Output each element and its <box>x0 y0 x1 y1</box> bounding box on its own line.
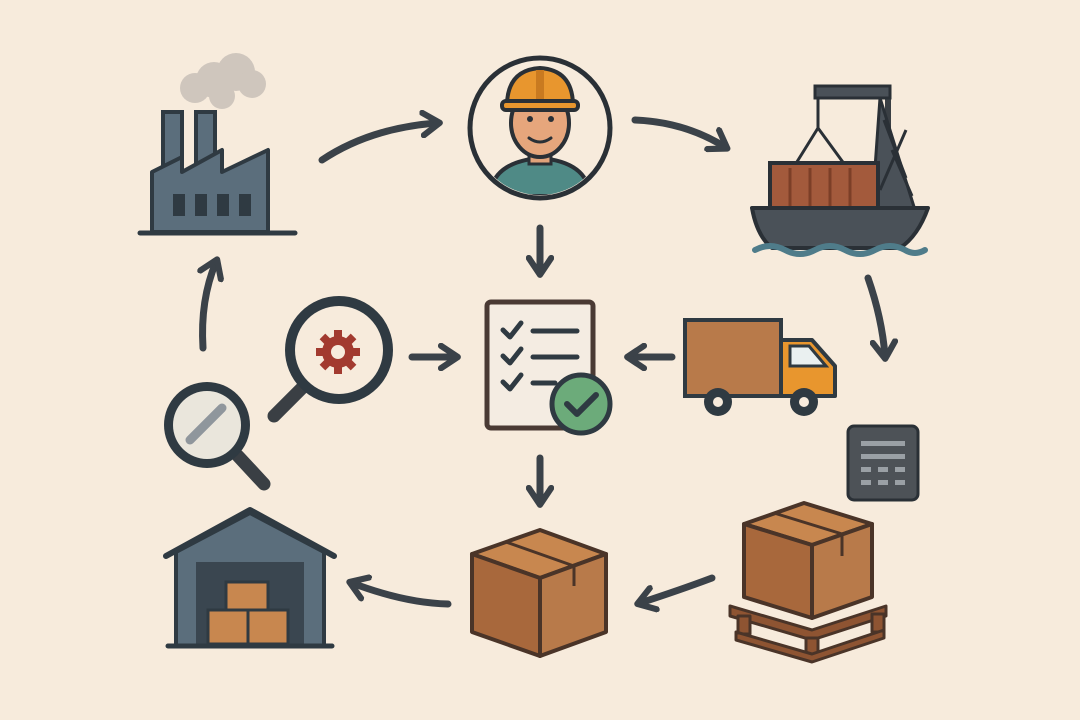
smoke-cloud <box>180 53 266 109</box>
warehouse-icon <box>163 507 337 649</box>
delivery-truck-icon <box>683 318 837 416</box>
pallet-box-icon <box>728 501 888 664</box>
cargo-ship-icon <box>750 84 930 257</box>
arrow-ship-to-pallet <box>864 274 885 356</box>
arrow-pallet-to-box <box>640 574 716 603</box>
worker-icon <box>467 55 613 201</box>
arrow-inspection-to-factory <box>203 262 216 352</box>
checklist-approved-icon <box>484 299 613 436</box>
magnifier-blocked-icon <box>164 382 271 491</box>
factory-icon <box>137 53 298 236</box>
document-icon <box>846 424 920 502</box>
arrow-worker-to-ship <box>631 116 725 147</box>
magnifier-gear-icon <box>267 296 393 423</box>
gear-icon <box>316 330 360 374</box>
cardboard-box-icon <box>470 528 608 658</box>
arrow-box-to-warehouse <box>352 583 452 608</box>
arrow-factory-to-worker <box>318 123 437 164</box>
flow-arrows <box>203 120 885 604</box>
